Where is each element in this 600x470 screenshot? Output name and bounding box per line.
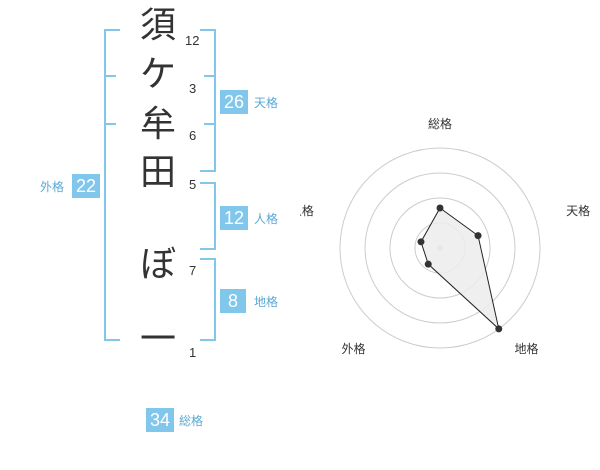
soukaku-label: 総格 (179, 414, 204, 428)
radar-axis-label: 地格 (515, 341, 539, 356)
radar-axis-label: 人格 (300, 203, 314, 218)
stroke-count-5: 7 (189, 263, 197, 278)
radar-ring (389, 197, 491, 299)
radar-axis-label: 総格 (428, 116, 452, 131)
radar-point-2 (474, 232, 482, 240)
name-char-6: 一 (139, 319, 176, 360)
radar-ring (339, 147, 541, 349)
radar-axis-label: 外格 (341, 341, 365, 356)
radar-point-5 (417, 238, 425, 246)
tenkaku-score-badge: 26 (220, 90, 248, 114)
stroke-count-1: 12 (185, 33, 200, 48)
name-char-2: ケ (139, 54, 176, 95)
soukaku-score-badge: 34 (146, 408, 174, 432)
radar-series-polygon (420, 207, 500, 331)
radar-point-4 (424, 260, 432, 268)
radar-axis-label: 天格 (566, 203, 590, 218)
name-char-4: 田 (139, 152, 176, 193)
gaikaku-score-badge: 22 (72, 174, 100, 198)
name-char-3: 牟 (139, 104, 176, 145)
radar-ring (364, 172, 516, 324)
stroke-count-6: 1 (189, 345, 197, 360)
stroke-count-4: 5 (189, 177, 197, 192)
name-char-1: 須 (139, 5, 176, 46)
gaikaku-label: 外格 (40, 180, 65, 194)
stroke-count-3: 6 (189, 128, 197, 143)
chikaku-label: 地格 (254, 295, 279, 309)
jinkaku-score-badge: 12 (220, 206, 248, 230)
jinkaku-label: 人格 (254, 212, 279, 226)
stroke-count-2: 3 (189, 81, 197, 96)
radar-point-1 (436, 204, 444, 212)
name-char-5: ぼ (139, 244, 176, 285)
radar-point-3 (495, 325, 503, 333)
tenkaku-label: 天格 (254, 96, 279, 110)
chikaku-score-badge: 8 (220, 289, 246, 313)
